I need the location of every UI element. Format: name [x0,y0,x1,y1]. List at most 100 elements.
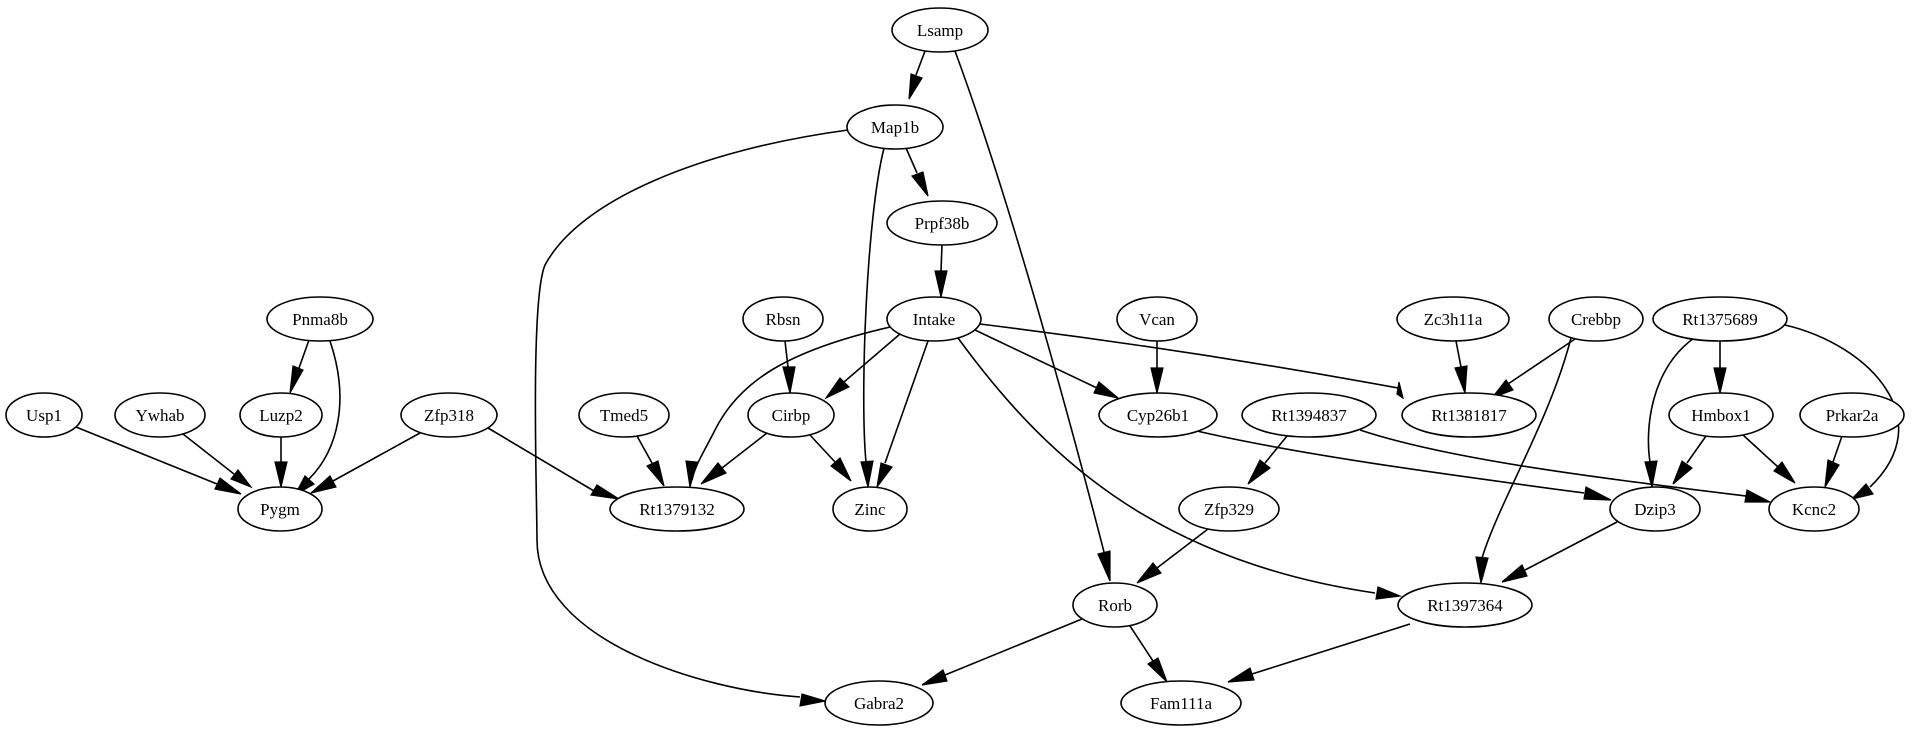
node-label: Fam111a [1150,694,1212,713]
arrowhead-icon [934,270,948,298]
arrowhead-icon [310,475,337,494]
node-rt1394837[interactable]: Rt1394837 [1241,392,1377,438]
edge-zc3h11a-to-rt1381817 [1454,340,1468,394]
node-luzp2[interactable]: Luzp2 [239,392,323,438]
node-zfp318[interactable]: Zfp318 [400,392,498,438]
node-dzip3[interactable]: Dzip3 [1609,486,1701,532]
node-ellipse [891,7,989,53]
edge-line [784,340,789,368]
arrowhead-icon [1454,365,1468,394]
node-label: Cyp26b1 [1127,406,1189,425]
edge-line [1264,435,1288,464]
node-ellipse [1548,296,1644,342]
node-hmbox1[interactable]: Hmbox1 [1668,392,1774,438]
node-ellipse [1668,392,1774,438]
edge-line [1507,338,1576,385]
node-usp1[interactable]: Usp1 [5,392,83,438]
node-crebbp[interactable]: Crebbp [1548,296,1644,342]
edge-rt1375689-to-hmbox1 [1713,341,1727,394]
edge-intake-to-cirbp [824,333,901,400]
edge-map1b-to-zinc [860,147,885,488]
node-vcan[interactable]: Vcan [1116,296,1198,342]
edge-line [862,147,885,463]
node-ellipse [1072,582,1158,628]
node-label: Ywhab [135,406,184,425]
node-ywhab[interactable]: Ywhab [114,392,206,438]
edge-cirbp-to-rt1379132 [700,432,768,485]
arrowhead-icon [1227,667,1255,683]
edge-line [1251,623,1411,675]
node-rt1375689[interactable]: Rt1375689 [1652,296,1788,342]
edge-intake-to-cyp26b1 [974,329,1119,399]
arrowhead-icon [214,477,242,495]
node-intake[interactable]: Intake [886,296,982,342]
node-ellipse [1652,296,1788,342]
node-zc3h11a[interactable]: Zc3h11a [1396,296,1510,342]
edge-line [957,337,1376,594]
node-label: Rt1394837 [1271,406,1347,425]
edge-line [182,433,235,475]
node-prkar2a[interactable]: Prkar2a [1799,392,1905,438]
edge-tmed5-to-rt1379132 [636,435,665,487]
edge-rorb-to-gabra2 [921,618,1083,686]
node-tmed5[interactable]: Tmed5 [578,392,670,438]
node-rt1379132[interactable]: Rt1379132 [609,486,745,532]
edge-line [1686,435,1707,464]
edge-rbsn-to-cirbp [782,340,796,394]
arrowhead-icon [289,365,304,394]
edge-zfp318-to-pygm [310,432,421,494]
edge-line [1784,324,1900,488]
arrowhead-icon [799,693,826,707]
node-label: Prpf38b [915,214,970,233]
node-ellipse [1799,392,1905,438]
node-label: Intake [913,310,955,329]
node-kcnc2[interactable]: Kcnc2 [1768,486,1860,532]
arrowhead-icon [1396,381,1404,400]
node-rorb[interactable]: Rorb [1072,582,1158,628]
node-cyp26b1[interactable]: Cyp26b1 [1098,392,1218,438]
node-label: Lsamp [917,21,963,40]
arrowhead-icon [1147,657,1168,683]
node-ellipse [886,296,982,342]
edge-lsamp-to-map1b [908,50,926,100]
edge-line [636,435,653,464]
node-rbsn[interactable]: Rbsn [742,296,824,342]
arrowhead-icon [1744,489,1771,503]
edge-zfp318-to-rt1379132 [487,427,620,500]
edge-luzp2-to-pygm [274,437,288,488]
node-zfp329[interactable]: Zfp329 [1178,486,1280,532]
arrowhead-icon [908,73,923,100]
node-cirbp[interactable]: Cirbp [747,392,835,438]
node-lsamp[interactable]: Lsamp [891,7,989,53]
node-gabra2[interactable]: Gabra2 [824,680,934,726]
arrowhead-icon [274,461,288,488]
arrowhead-icon [1672,460,1693,485]
node-fam111a[interactable]: Fam111a [1120,680,1242,726]
node-ellipse [742,296,824,342]
node-label: Usp1 [26,406,62,425]
arrowhead-icon [1501,564,1528,583]
edge-line [1156,528,1209,569]
arrowhead-icon [921,669,948,686]
node-ellipse [1120,680,1242,726]
node-label: Cirbp [772,406,811,425]
node-rt1381817[interactable]: Rt1381817 [1401,392,1537,438]
node-ellipse [609,486,745,532]
edge-line [298,339,310,369]
node-prpf38b[interactable]: Prpf38b [886,200,998,246]
edge-ywhab-to-pygm [182,433,253,489]
node-rt1397364[interactable]: Rt1397364 [1397,582,1533,628]
node-pygm[interactable]: Pygm [237,486,323,532]
edge-line [1647,337,1695,463]
node-label: Rt1397364 [1427,596,1503,615]
node-pnma8b[interactable]: Pnma8b [266,296,374,342]
edge-line [691,326,891,481]
node-label: Zinc [854,500,886,519]
node-map1b[interactable]: Map1b [846,104,944,150]
node-zinc[interactable]: Zinc [832,486,908,532]
edge-line [75,426,218,485]
arrowhead-icon [685,460,698,488]
node-label: Zfp329 [1204,500,1254,519]
node-ellipse [832,486,908,532]
